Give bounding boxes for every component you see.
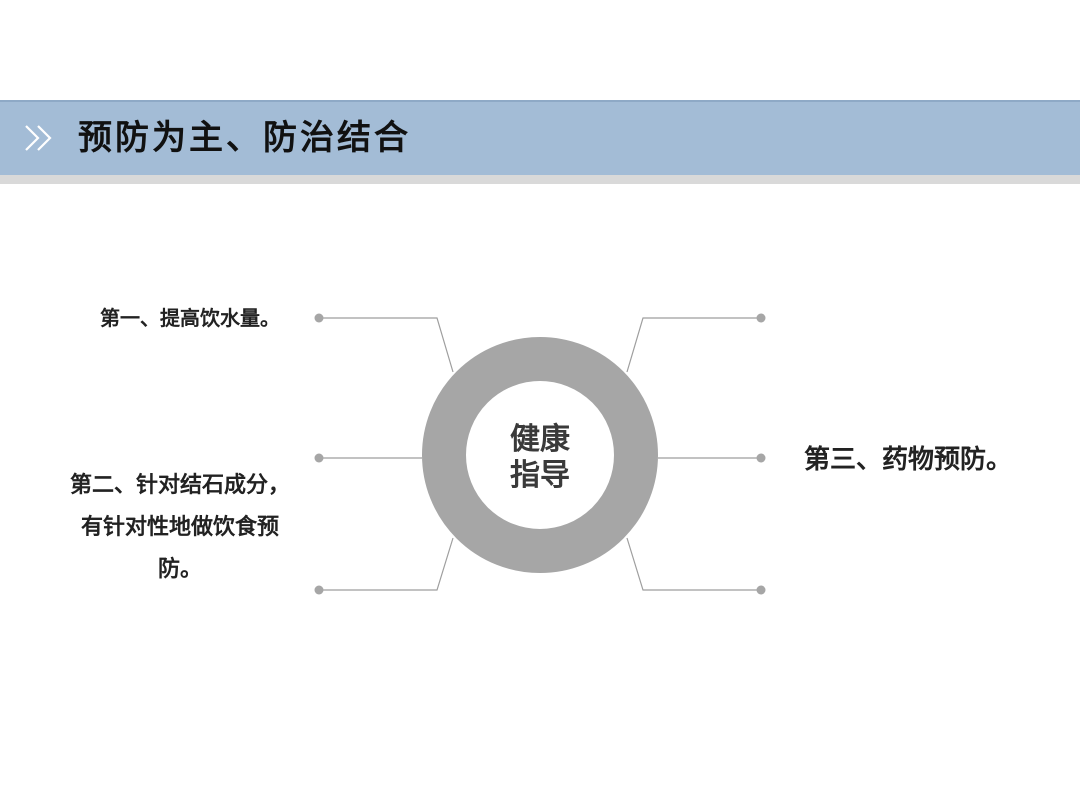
- item-text-3: 第三、药物预防。: [804, 445, 1013, 475]
- page-title: 预防为主、防治结合: [78, 118, 411, 158]
- connector-middle-left: [314, 453, 422, 463]
- center-ring: [422, 337, 658, 573]
- connector-top-right: [626, 313, 766, 373]
- title-banner: [0, 100, 1080, 177]
- double-chevron-right-icon: [25, 125, 52, 151]
- item-text-2: 第二、针对结石成分，有针对性地做饮食预防。: [70, 473, 291, 582]
- connector-top-left: [314, 313, 454, 373]
- center-label-line-2: 指导: [510, 458, 570, 493]
- connector-bottom-right: [626, 537, 766, 595]
- title-banner-shadow: [0, 175, 1080, 184]
- item-text-1: 第一、提高饮水量。: [100, 306, 280, 330]
- connector-bottom-left: [314, 537, 454, 595]
- center-label-line-1: 健康: [510, 422, 570, 457]
- center-label: 健康 指导: [480, 422, 600, 498]
- connector-middle-right: [658, 453, 766, 463]
